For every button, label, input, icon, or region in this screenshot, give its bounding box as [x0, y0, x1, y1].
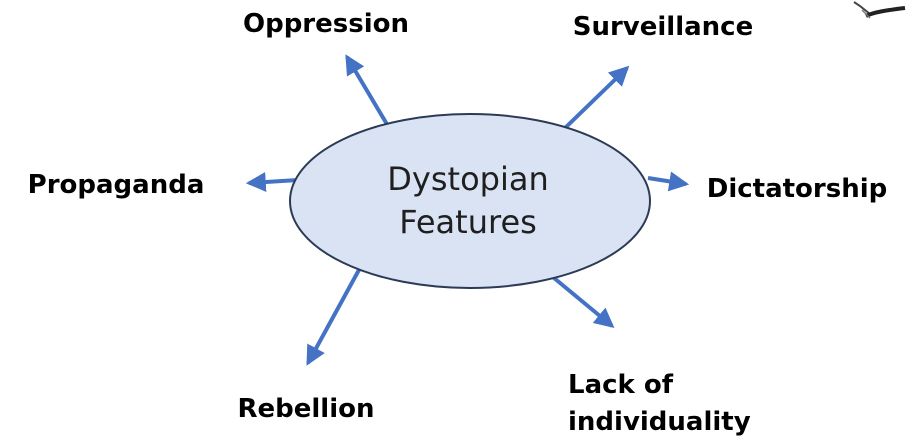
feature-propaganda: Propaganda	[28, 170, 205, 200]
feature-dictatorship: Dictatorship	[707, 174, 888, 204]
center-title-line1: Dystopian	[387, 160, 548, 198]
feature-surveillance: Surveillance	[573, 12, 753, 42]
center-title-line2: Features	[399, 203, 537, 241]
arrow-to-oppression	[345, 54, 390, 128]
feature-lack-line1: Lack of	[568, 370, 674, 400]
arrow-to-propaganda	[245, 171, 299, 192]
center-ellipse	[289, 113, 651, 289]
arrow-to-lack-of-individuality	[546, 271, 615, 329]
feature-rebellion: Rebellion	[237, 394, 374, 424]
arrow-to-rebellion	[306, 267, 362, 366]
feature-lack-line2: individuality	[568, 407, 751, 437]
arrow-to-surveillance	[563, 65, 630, 130]
corner-drawing-fragment	[853, 1, 906, 19]
feature-oppression: Oppression	[243, 9, 409, 39]
arrow-to-dictatorship	[647, 171, 690, 192]
